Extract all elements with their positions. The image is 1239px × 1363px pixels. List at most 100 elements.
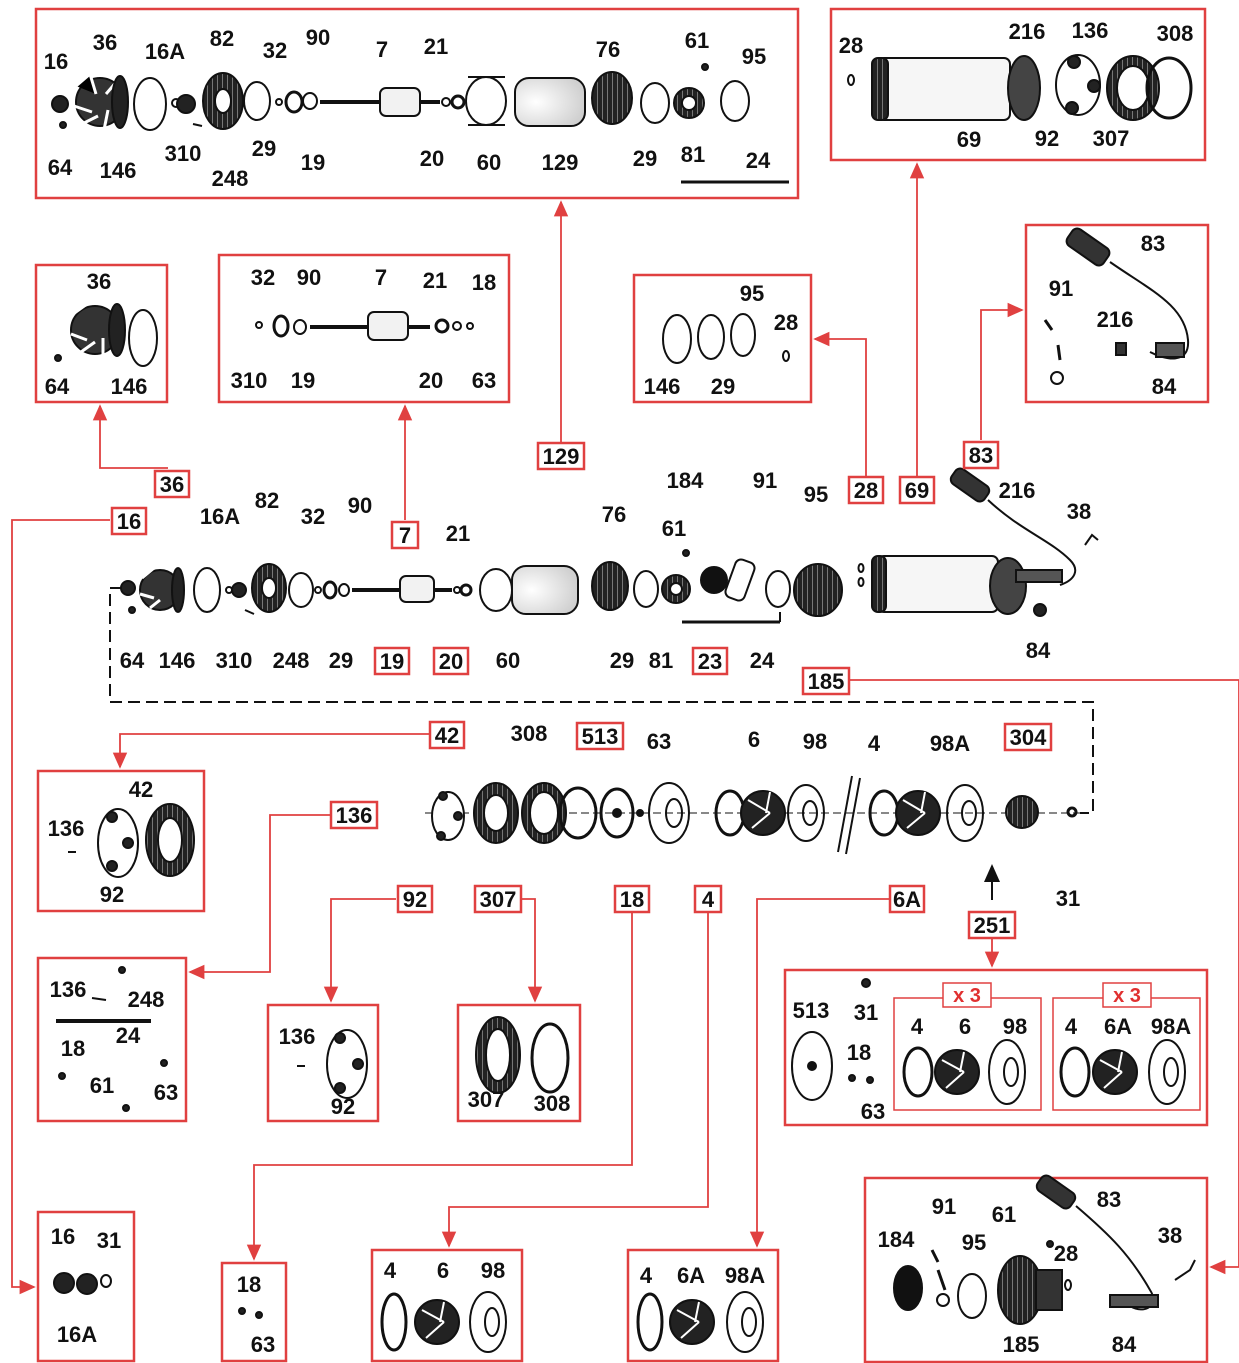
callout-box-frame xyxy=(536,441,586,471)
part-label-98: 98 xyxy=(1003,1014,1027,1039)
part-label-248: 248 xyxy=(212,166,249,191)
part-label-95: 95 xyxy=(740,281,764,306)
part-label-90: 90 xyxy=(348,493,372,518)
callout-box-36: 36 xyxy=(160,472,184,497)
callout-box-frame xyxy=(847,475,885,505)
part-label-307: 307 xyxy=(1093,126,1130,151)
part-label-92: 92 xyxy=(100,882,124,907)
callout-box-frame xyxy=(1003,722,1053,752)
part-label-136: 136 xyxy=(50,977,87,1002)
part-label-38: 38 xyxy=(1158,1223,1182,1248)
connector-lines xyxy=(11,162,1239,1295)
part-label-29: 29 xyxy=(711,374,735,399)
part-label-95: 95 xyxy=(742,44,766,69)
callout-box-185: 185 xyxy=(808,669,845,694)
callout-box-frame xyxy=(575,721,625,751)
part-label-16: 16 xyxy=(44,49,68,74)
callout-box-6a: 6A xyxy=(893,887,921,912)
part-label-216: 216 xyxy=(1097,307,1134,332)
part-label-95: 95 xyxy=(962,1230,986,1255)
callout-box-7: 7 xyxy=(399,523,411,548)
part-label-83: 83 xyxy=(1097,1187,1121,1212)
part-label-21: 21 xyxy=(446,521,470,546)
panel-borders xyxy=(34,7,1210,1363)
part-label-36: 36 xyxy=(87,269,111,294)
part-label-308: 308 xyxy=(511,721,548,746)
part-label-92: 92 xyxy=(1035,126,1059,151)
part-label-81: 81 xyxy=(681,142,705,167)
part-label-84: 84 xyxy=(1112,1332,1137,1357)
part-label-63: 63 xyxy=(861,1099,885,1124)
callout-box-frame xyxy=(691,646,729,676)
part-label-146: 146 xyxy=(644,374,681,399)
part-label-24: 24 xyxy=(746,148,771,173)
part-label-98a: 98A xyxy=(930,731,970,756)
callout-box-frame xyxy=(329,800,379,830)
part-label-29: 29 xyxy=(329,648,353,673)
part-label-136: 136 xyxy=(1072,18,1109,43)
part-label-69: 69 xyxy=(957,127,981,152)
part-label-248: 248 xyxy=(273,648,310,673)
part-label-28: 28 xyxy=(1054,1241,1078,1266)
part-label-16a: 16A xyxy=(57,1322,97,1347)
part-label-310: 310 xyxy=(216,648,253,673)
part-label-216: 216 xyxy=(1009,19,1046,44)
part-label-61: 61 xyxy=(685,28,709,53)
part-label-19: 19 xyxy=(291,368,315,393)
part-label-29: 29 xyxy=(252,136,276,161)
part-label-90: 90 xyxy=(297,265,321,290)
part-drawings xyxy=(51,54,1196,1353)
part-label-98: 98 xyxy=(481,1258,505,1283)
callout-box-69: 69 xyxy=(905,478,929,503)
part-label-24: 24 xyxy=(750,648,775,673)
part-label-18: 18 xyxy=(847,1040,871,1065)
part-label-4: 4 xyxy=(640,1263,653,1288)
part-label-21: 21 xyxy=(423,268,447,293)
part-label-184: 184 xyxy=(667,468,704,493)
part-label-84: 84 xyxy=(1152,374,1177,399)
part-label-6: 6 xyxy=(959,1014,971,1039)
part-label-20: 20 xyxy=(420,146,444,171)
part-label-146: 146 xyxy=(159,648,196,673)
part-label-4: 4 xyxy=(1065,1014,1078,1039)
part-label-61: 61 xyxy=(90,1073,114,1098)
part-label-61: 61 xyxy=(662,516,686,541)
part-label-91: 91 xyxy=(932,1194,956,1219)
part-label-146: 146 xyxy=(100,158,137,183)
callout-box-frame xyxy=(110,506,148,536)
part-label-136: 136 xyxy=(279,1024,316,1049)
part-label-4: 4 xyxy=(911,1014,924,1039)
part-label-310: 310 xyxy=(165,141,202,166)
part-label-19: 19 xyxy=(301,150,325,175)
part-label-513: 513 xyxy=(793,998,830,1023)
part-label-32: 32 xyxy=(263,38,287,63)
part-label-98a: 98A xyxy=(1151,1014,1191,1039)
part-label-29: 29 xyxy=(633,146,657,171)
callout-box-frame xyxy=(473,884,523,914)
part-label-248: 248 xyxy=(128,987,165,1012)
part-label-308: 308 xyxy=(1157,21,1194,46)
multiplier-badge: x 3 xyxy=(1113,985,1141,1007)
part-label-81: 81 xyxy=(649,648,673,673)
callout-box-19: 19 xyxy=(380,649,404,674)
part-label-136: 136 xyxy=(48,816,85,841)
part-label-28: 28 xyxy=(839,33,863,58)
part-label-29: 29 xyxy=(610,648,634,673)
part-label-6a: 6A xyxy=(1104,1014,1132,1039)
part-label-16a: 16A xyxy=(200,504,240,529)
part-label-76: 76 xyxy=(596,37,620,62)
part-label-98: 98 xyxy=(803,729,827,754)
part-label-63: 63 xyxy=(472,368,496,393)
callout-box-frame xyxy=(967,910,1017,940)
part-label-216: 216 xyxy=(999,478,1036,503)
callout-box-frame xyxy=(801,666,851,696)
part-label-60: 60 xyxy=(477,150,501,175)
part-label-42: 42 xyxy=(129,777,153,802)
part-label-185: 185 xyxy=(1003,1332,1040,1357)
part-label-4: 4 xyxy=(384,1258,397,1283)
callout-box-251: 251 xyxy=(974,913,1011,938)
multiplier-badge-frame xyxy=(1102,982,1152,1008)
callout-box-frame xyxy=(898,475,936,505)
callout-box-frame xyxy=(432,646,470,676)
